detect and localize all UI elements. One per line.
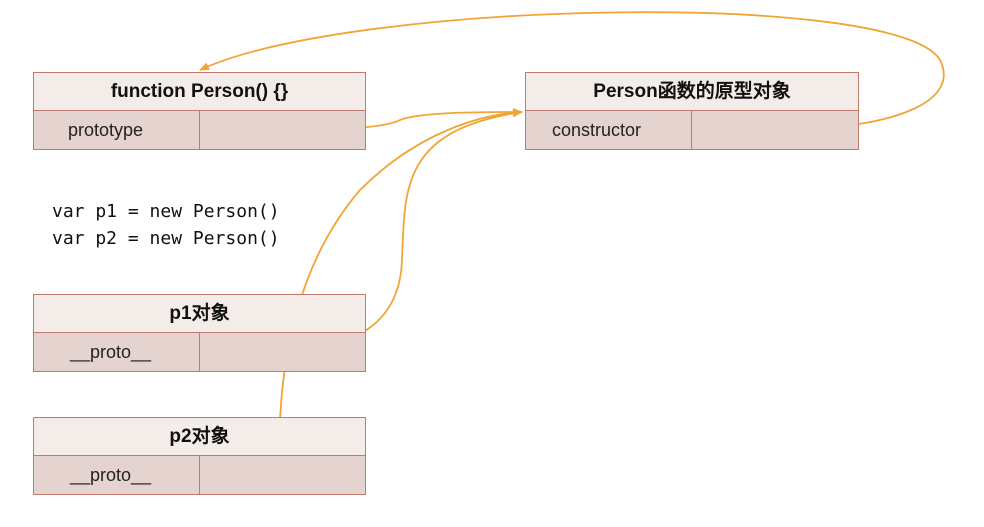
p2-object-box: p2对象 __proto__ <box>33 417 366 495</box>
p2-proto-field-label: __proto__ <box>34 456 200 494</box>
code-block: var p1 = new Person() var p2 = new Person… <box>52 198 280 252</box>
p1-object-title: p1对象 <box>34 295 365 333</box>
arrow-p2-proto-to-prototype-object <box>278 108 523 479</box>
prototype-field-value <box>200 111 365 149</box>
code-line-1: var p1 = new Person() <box>52 201 280 222</box>
function-person-box: function Person() {} prototype <box>33 72 366 150</box>
p2-object-row: __proto__ <box>34 456 365 494</box>
function-person-title: function Person() {} <box>34 73 365 111</box>
prototype-object-title: Person函数的原型对象 <box>526 73 858 111</box>
code-line-2: var p2 = new Person() <box>52 228 280 249</box>
p2-object-title: p2对象 <box>34 418 365 456</box>
p2-proto-field-value <box>200 456 365 494</box>
prototype-object-box: Person函数的原型对象 constructor <box>525 72 859 150</box>
p1-proto-field-label: __proto__ <box>34 333 200 371</box>
constructor-field-label: constructor <box>526 111 692 149</box>
p1-proto-field-value <box>200 333 365 371</box>
prototype-object-row: constructor <box>526 111 858 149</box>
prototype-field-label: prototype <box>34 111 200 149</box>
constructor-field-value <box>692 111 858 149</box>
p1-object-row: __proto__ <box>34 333 365 371</box>
p1-object-box: p1对象 __proto__ <box>33 294 366 372</box>
arrow-constructor-to-function <box>199 11 945 131</box>
function-person-row: prototype <box>34 111 365 149</box>
